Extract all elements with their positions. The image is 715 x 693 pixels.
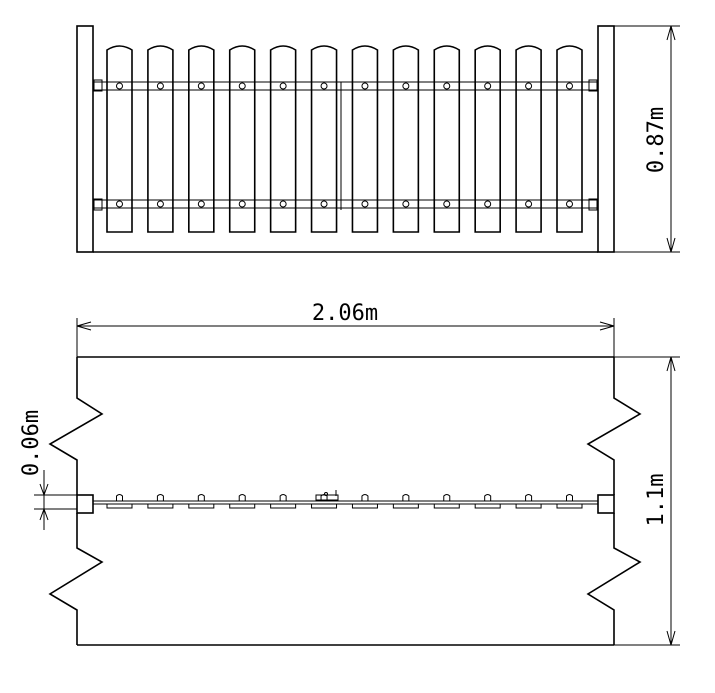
rail-thickness-label: 0.06m xyxy=(19,410,44,476)
picket xyxy=(228,45,256,233)
rail-thickness-dimension: 0.06m xyxy=(19,410,77,530)
picket-screw xyxy=(279,200,287,208)
plan-rail xyxy=(93,500,598,505)
lower-rail xyxy=(93,199,598,209)
plan-screw-head xyxy=(116,494,123,502)
plan-screw-head xyxy=(484,494,492,502)
picket xyxy=(515,45,542,233)
picket-screw xyxy=(156,82,164,90)
picket-screw xyxy=(525,82,533,90)
plan-right-post xyxy=(597,494,615,514)
picket xyxy=(269,45,297,233)
pickets xyxy=(106,45,583,233)
picket-screw xyxy=(443,82,451,90)
plan-screw-head xyxy=(443,494,451,502)
right-break-bottom xyxy=(586,513,642,645)
picket-screw xyxy=(238,82,246,90)
picket xyxy=(147,45,174,233)
picket-screw xyxy=(156,200,164,208)
width-dimension-label: 2.06m xyxy=(312,301,378,326)
elevation-view: 0.87m xyxy=(76,25,680,253)
height-dimension-label: 0.87m xyxy=(644,107,669,173)
picket-screw xyxy=(484,200,492,208)
plan-screw-head xyxy=(566,494,573,502)
plan-screw-head xyxy=(279,494,287,502)
plan-picket xyxy=(147,503,174,509)
picket-screw xyxy=(566,200,573,208)
plan-picket xyxy=(474,503,501,509)
bracket-right-top xyxy=(588,79,598,92)
plan-picket xyxy=(515,503,542,509)
plan-picket xyxy=(556,503,583,509)
picket-screw xyxy=(361,82,369,90)
picket-screw xyxy=(402,82,410,90)
gate-latch xyxy=(315,490,339,501)
picket-screw xyxy=(525,200,533,208)
plan-picket xyxy=(433,503,460,509)
plan-screw-head xyxy=(197,494,205,502)
plan-screw-head xyxy=(402,494,410,502)
height-dimension: 0.87m xyxy=(614,25,680,253)
picket-screw xyxy=(320,200,328,208)
depth-dimension: 1.1m xyxy=(614,356,680,646)
picket-screw xyxy=(361,200,369,208)
plan-picket xyxy=(270,503,297,509)
plan-picket xyxy=(311,503,338,509)
picket xyxy=(351,45,379,233)
plan-left-post xyxy=(76,494,94,514)
left-break-bottom xyxy=(48,513,104,645)
picket-screw xyxy=(116,200,123,208)
picket xyxy=(433,45,461,233)
picket-screw xyxy=(484,82,492,90)
plan-pickets xyxy=(106,494,583,509)
depth-dimension-label: 1.1m xyxy=(644,474,669,527)
left-break-top xyxy=(48,357,104,495)
right-break-top xyxy=(586,357,642,495)
picket xyxy=(188,45,215,233)
picket xyxy=(474,45,501,233)
width-dimension: 2.06m xyxy=(76,301,615,357)
picket xyxy=(392,45,420,233)
picket-screw xyxy=(320,82,328,90)
bracket-right-bottom xyxy=(588,198,598,211)
plan-screw-head xyxy=(238,494,246,502)
picket xyxy=(310,45,338,233)
plan-picket xyxy=(229,503,256,509)
plan-picket xyxy=(106,503,133,509)
picket-screw xyxy=(443,200,451,208)
plan-picket xyxy=(188,503,215,509)
plan-picket xyxy=(392,503,419,509)
right-post xyxy=(597,25,615,253)
left-post xyxy=(76,25,94,253)
plan-screw-head xyxy=(156,494,164,502)
bracket-left-top xyxy=(93,79,103,92)
picket-screw xyxy=(402,200,410,208)
plan-screw-head xyxy=(525,494,533,502)
plan-picket xyxy=(351,503,378,509)
plan-view: 2.06m 1.1m 0.06m xyxy=(19,301,680,646)
picket xyxy=(556,45,583,233)
picket-screw xyxy=(566,82,573,90)
picket-screw xyxy=(238,200,246,208)
picket-screw xyxy=(197,200,205,208)
picket xyxy=(106,45,133,233)
plan-screw-head xyxy=(361,494,369,502)
picket-screw xyxy=(279,82,287,90)
picket-screw xyxy=(197,82,205,90)
bracket-left-bottom xyxy=(93,198,103,211)
picket-screw xyxy=(116,82,123,90)
upper-rail xyxy=(93,81,598,91)
